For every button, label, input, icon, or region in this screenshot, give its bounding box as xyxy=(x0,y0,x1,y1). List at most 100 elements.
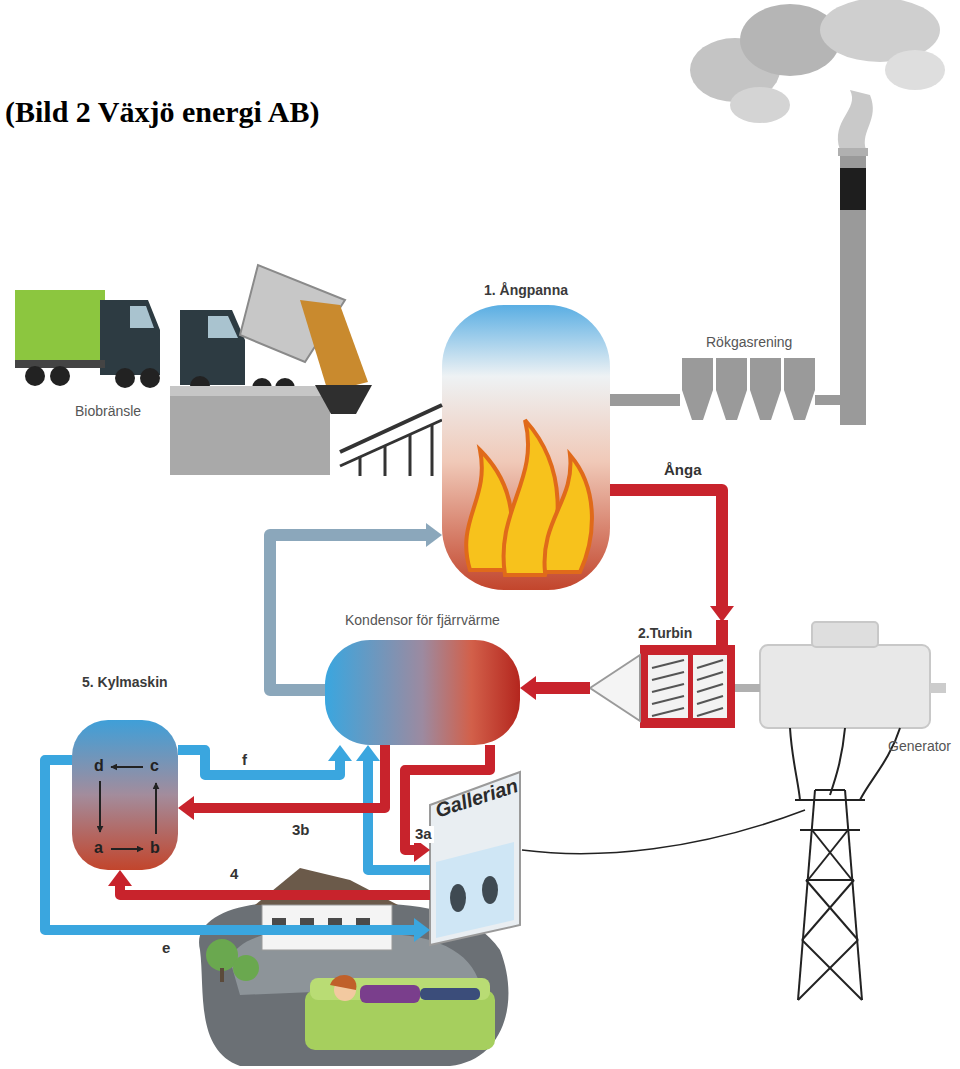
sofa-with-person xyxy=(330,975,356,990)
chimney xyxy=(838,148,868,156)
state-letter: c xyxy=(150,757,159,775)
power-pylon xyxy=(522,728,900,1000)
state-letter: b xyxy=(150,839,160,857)
sofa-with-person xyxy=(420,988,480,1000)
state-letter: a xyxy=(94,839,103,857)
pipe-connector xyxy=(610,490,722,606)
fuel-storage xyxy=(170,385,372,475)
conveyor xyxy=(359,456,362,476)
turbine xyxy=(697,672,723,680)
generator xyxy=(930,683,946,693)
flue-gas-cleaning-box: Rökgasrening xyxy=(680,330,818,425)
steam-boiler xyxy=(442,305,610,590)
dump-truck xyxy=(208,316,238,338)
turbine xyxy=(697,684,723,692)
turbine xyxy=(590,655,640,721)
chimney xyxy=(838,148,868,425)
mall-building xyxy=(436,842,514,938)
turbine xyxy=(652,672,684,680)
mall-building xyxy=(482,876,498,904)
pipe-label: e xyxy=(160,940,172,957)
steam-boiler-box: 1. Ångpanna xyxy=(442,280,610,590)
turbine xyxy=(652,696,684,704)
power-pylon xyxy=(798,790,815,1000)
node-label: Biobränsle xyxy=(75,403,141,419)
condenser-box: Kondensor för fjärrvärme xyxy=(325,610,520,745)
node-label: Rökgasrening xyxy=(706,334,792,350)
generator xyxy=(760,622,946,728)
absorption-chiller xyxy=(99,781,101,832)
flue-gas-cleaning xyxy=(682,358,840,420)
green-truck xyxy=(115,368,135,388)
turbine xyxy=(648,655,688,718)
district-heat-condenser xyxy=(325,640,520,745)
pipe-connector xyxy=(120,886,430,895)
power-pylon xyxy=(845,790,862,1000)
green-truck xyxy=(25,366,45,386)
house xyxy=(255,868,398,950)
trees xyxy=(206,939,259,982)
power-pylon xyxy=(802,940,862,1000)
turbine xyxy=(590,620,735,728)
turbine xyxy=(697,708,723,716)
flue-gas-cleaning xyxy=(750,358,781,420)
conveyor xyxy=(431,424,434,476)
pipe-connector xyxy=(735,684,760,692)
chiller-box: 5. Kylmaskin xyxy=(72,672,178,870)
green-truck xyxy=(15,290,160,388)
turbine-box: 2.Turbin xyxy=(590,622,735,728)
sofa-with-person xyxy=(360,985,420,1003)
fuel-supply: Biobränsle xyxy=(10,258,340,480)
green-truck xyxy=(100,300,160,375)
node-label: 2.Turbin xyxy=(638,625,692,641)
steam-boiler xyxy=(442,305,610,590)
power-pylon xyxy=(795,799,865,801)
green-truck xyxy=(50,366,70,386)
fuel-storage xyxy=(170,392,330,475)
absorption-chiller xyxy=(72,720,178,870)
node-label: Kondensor för fjärrvärme xyxy=(345,612,500,628)
turbine xyxy=(693,655,727,718)
node-label: 1. Ångpanna xyxy=(484,282,568,298)
power-pylon xyxy=(830,728,845,795)
power-pylon xyxy=(790,728,800,800)
conveyor xyxy=(384,445,387,476)
mall-building xyxy=(430,772,520,945)
pipe-connector xyxy=(368,761,430,870)
pipe-connector xyxy=(340,405,442,452)
generator-box: Generator xyxy=(760,620,955,760)
power-pylon xyxy=(800,829,860,831)
turbine xyxy=(697,696,723,704)
pipe-connector xyxy=(178,750,340,775)
pipe-connector xyxy=(45,760,414,930)
state-letter: d xyxy=(94,757,104,775)
flue-gas-cleaning xyxy=(716,358,747,420)
absorption-chiller xyxy=(100,767,156,849)
pipe-label: Ånga xyxy=(662,462,704,479)
generator xyxy=(760,645,930,728)
turbine xyxy=(640,645,735,728)
fuel-storage xyxy=(315,385,372,414)
pipe-connector xyxy=(536,682,590,694)
flue-gas-cleaning xyxy=(815,395,840,405)
flue-gas-cleaning xyxy=(682,358,713,420)
flue-gas-cleaning xyxy=(784,358,815,420)
power-pylon xyxy=(806,879,854,881)
mall-building xyxy=(450,884,466,912)
generator xyxy=(812,622,878,647)
turbine xyxy=(652,660,684,668)
power-pylon xyxy=(802,880,854,940)
mall-box: Gallerian xyxy=(430,770,520,945)
green-truck xyxy=(140,368,160,388)
dump-truck xyxy=(300,300,368,392)
turbine xyxy=(652,708,684,716)
power-pylon xyxy=(812,830,852,880)
dump-truck xyxy=(180,310,245,385)
green-truck xyxy=(15,290,105,360)
smoke xyxy=(885,50,945,90)
